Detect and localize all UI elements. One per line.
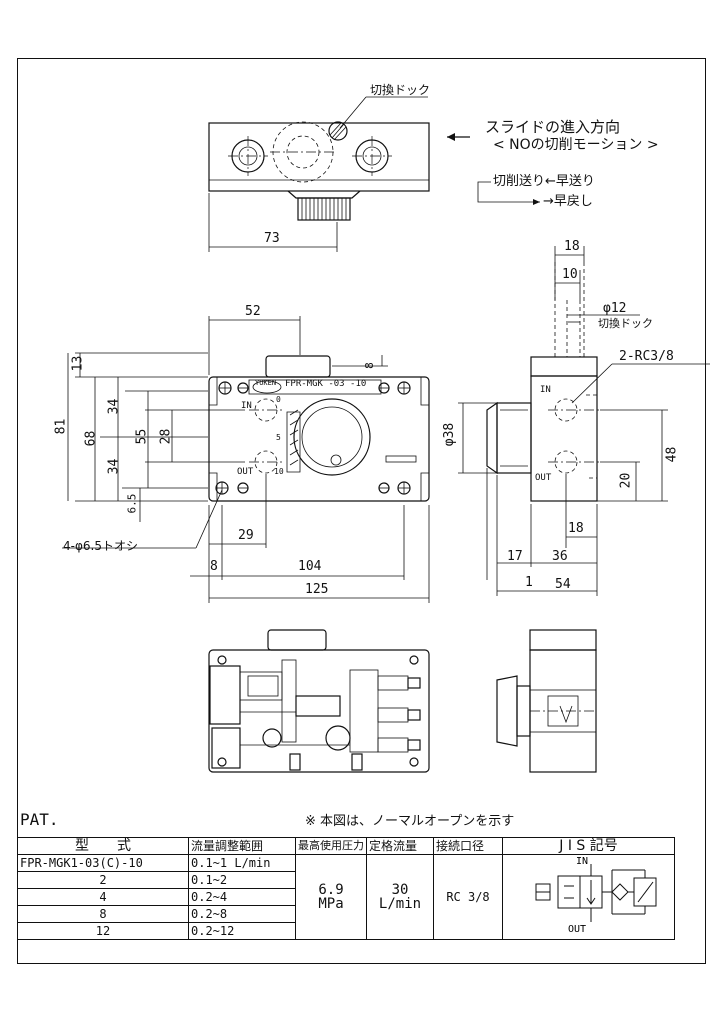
dim-104: 104 — [298, 559, 322, 574]
header-flow: 定格流量 — [366, 837, 434, 855]
no-motion-label: < NOの切削モーション > — [493, 137, 659, 153]
flow-unit: L/min — [378, 896, 422, 912]
header-range: 流量調整範囲 — [188, 837, 296, 855]
hole-note: 4-φ6.5トオシ — [63, 539, 138, 553]
side-port-out-label: OUT — [535, 473, 552, 483]
jis-out-label: OUT — [568, 924, 586, 935]
section-view-front — [208, 629, 430, 773]
dim-34-upper: 34 — [106, 398, 122, 415]
knob-mark-0: 0 — [276, 395, 281, 404]
header-port: 接続口径 — [433, 837, 503, 855]
spec-row: 4 0.2~4 — [17, 888, 675, 906]
side-view — [458, 246, 710, 596]
dim-17: 17 — [507, 549, 523, 564]
row-model: 12 — [17, 922, 189, 940]
jis-symbol: IN OUT — [535, 856, 656, 935]
dog-callout-label: 切換ドック — [370, 83, 431, 97]
top-view — [208, 96, 540, 252]
side-dog-label: 切換ドック — [598, 317, 653, 330]
knob-mark-5: 5 — [276, 433, 281, 442]
front-port-in-label: IN — [241, 401, 252, 411]
dim-20: 20 — [618, 472, 634, 489]
nameplate-model: FPR-MGK -03 -10 — [285, 379, 367, 389]
spec-table: 型 式 流量調整範囲 最高使用圧力 定格流量 接続口径 J I S 記号 FPR… — [17, 837, 675, 940]
spec-row: 12 0.2~12 — [17, 922, 675, 940]
dim-28: 28 — [158, 428, 174, 445]
pat-label: PAT. — [20, 810, 59, 829]
dim-phi38: φ38 — [442, 422, 458, 447]
pressure-unit: MPa — [318, 896, 344, 912]
front-port-out-label: OUT — [237, 467, 254, 477]
dim-18-bottom: 18 — [568, 521, 584, 536]
dim-6-5: 6.5 — [125, 493, 139, 514]
dim-8-top: 8 — [362, 362, 376, 369]
cut-feed-label: 切削送り←早送り — [493, 174, 595, 189]
dim-18-top: 18 — [564, 239, 580, 254]
row-model: 2 — [17, 871, 189, 889]
dim-81: 81 — [53, 418, 69, 435]
dim-13: 13 — [70, 355, 86, 372]
spec-header-row: 型 式 流量調整範囲 最高使用圧力 定格流量 接続口径 J I S 記号 — [17, 837, 675, 855]
dim-8: 8 — [210, 559, 218, 574]
pressure-value: 6.9 — [318, 882, 344, 898]
dim-68: 68 — [83, 430, 99, 447]
spec-row: 2 0.1~2 — [17, 871, 675, 889]
side-dog-dia: φ12 — [603, 301, 627, 316]
row-range: 0.2~12 — [188, 922, 296, 940]
dim-48: 48 — [664, 446, 680, 463]
dim-29: 29 — [238, 528, 254, 543]
dim-55: 55 — [134, 428, 150, 445]
row-range: 0.2~4 — [188, 888, 296, 906]
jis-in-label: IN — [576, 856, 588, 867]
nameplate-brand: YUKEN — [255, 379, 277, 387]
return-label: →早戻し — [543, 194, 593, 209]
row-range: 0.1~1 L/min — [188, 854, 296, 872]
header-pressure: 最高使用圧力 — [295, 837, 367, 855]
flow-value: 30 — [391, 882, 409, 898]
dim-10: 10 — [562, 267, 578, 282]
front-view — [62, 316, 430, 603]
row-range: 0.1~2 — [188, 871, 296, 889]
jis-symbol-cell: IN OUT — [502, 854, 675, 940]
header-model: 型 式 — [17, 837, 189, 855]
dim-54: 54 — [555, 577, 571, 592]
port-size-cell: RC 3/8 — [433, 854, 503, 940]
dim-125: 125 — [305, 582, 329, 597]
normal-open-note: ※ 本図は、ノーマルオープンを示す — [305, 814, 515, 829]
row-model: FPR-MGK1-03(C)-10 — [17, 854, 189, 872]
dim-1: 1 — [525, 575, 533, 590]
row-model: 4 — [17, 888, 189, 906]
dim-52: 52 — [245, 304, 261, 319]
row-model: 8 — [17, 905, 189, 923]
slide-direction-label: スライドの進入方向 — [485, 118, 621, 136]
knob-mark-10: 10 — [274, 467, 284, 476]
side-port-in-label: IN — [540, 385, 551, 395]
row-range: 0.2~8 — [188, 905, 296, 923]
dim-73: 73 — [264, 231, 280, 246]
spec-row: 8 0.2~8 — [17, 905, 675, 923]
section-view-side — [496, 629, 597, 773]
side-port-note: 2-RC3/8 — [619, 349, 674, 364]
header-jis: J I S 記号 — [502, 837, 675, 855]
dim-34-lower: 34 — [106, 458, 122, 475]
drawing-sheet-border — [17, 58, 706, 964]
dim-36: 36 — [552, 549, 568, 564]
